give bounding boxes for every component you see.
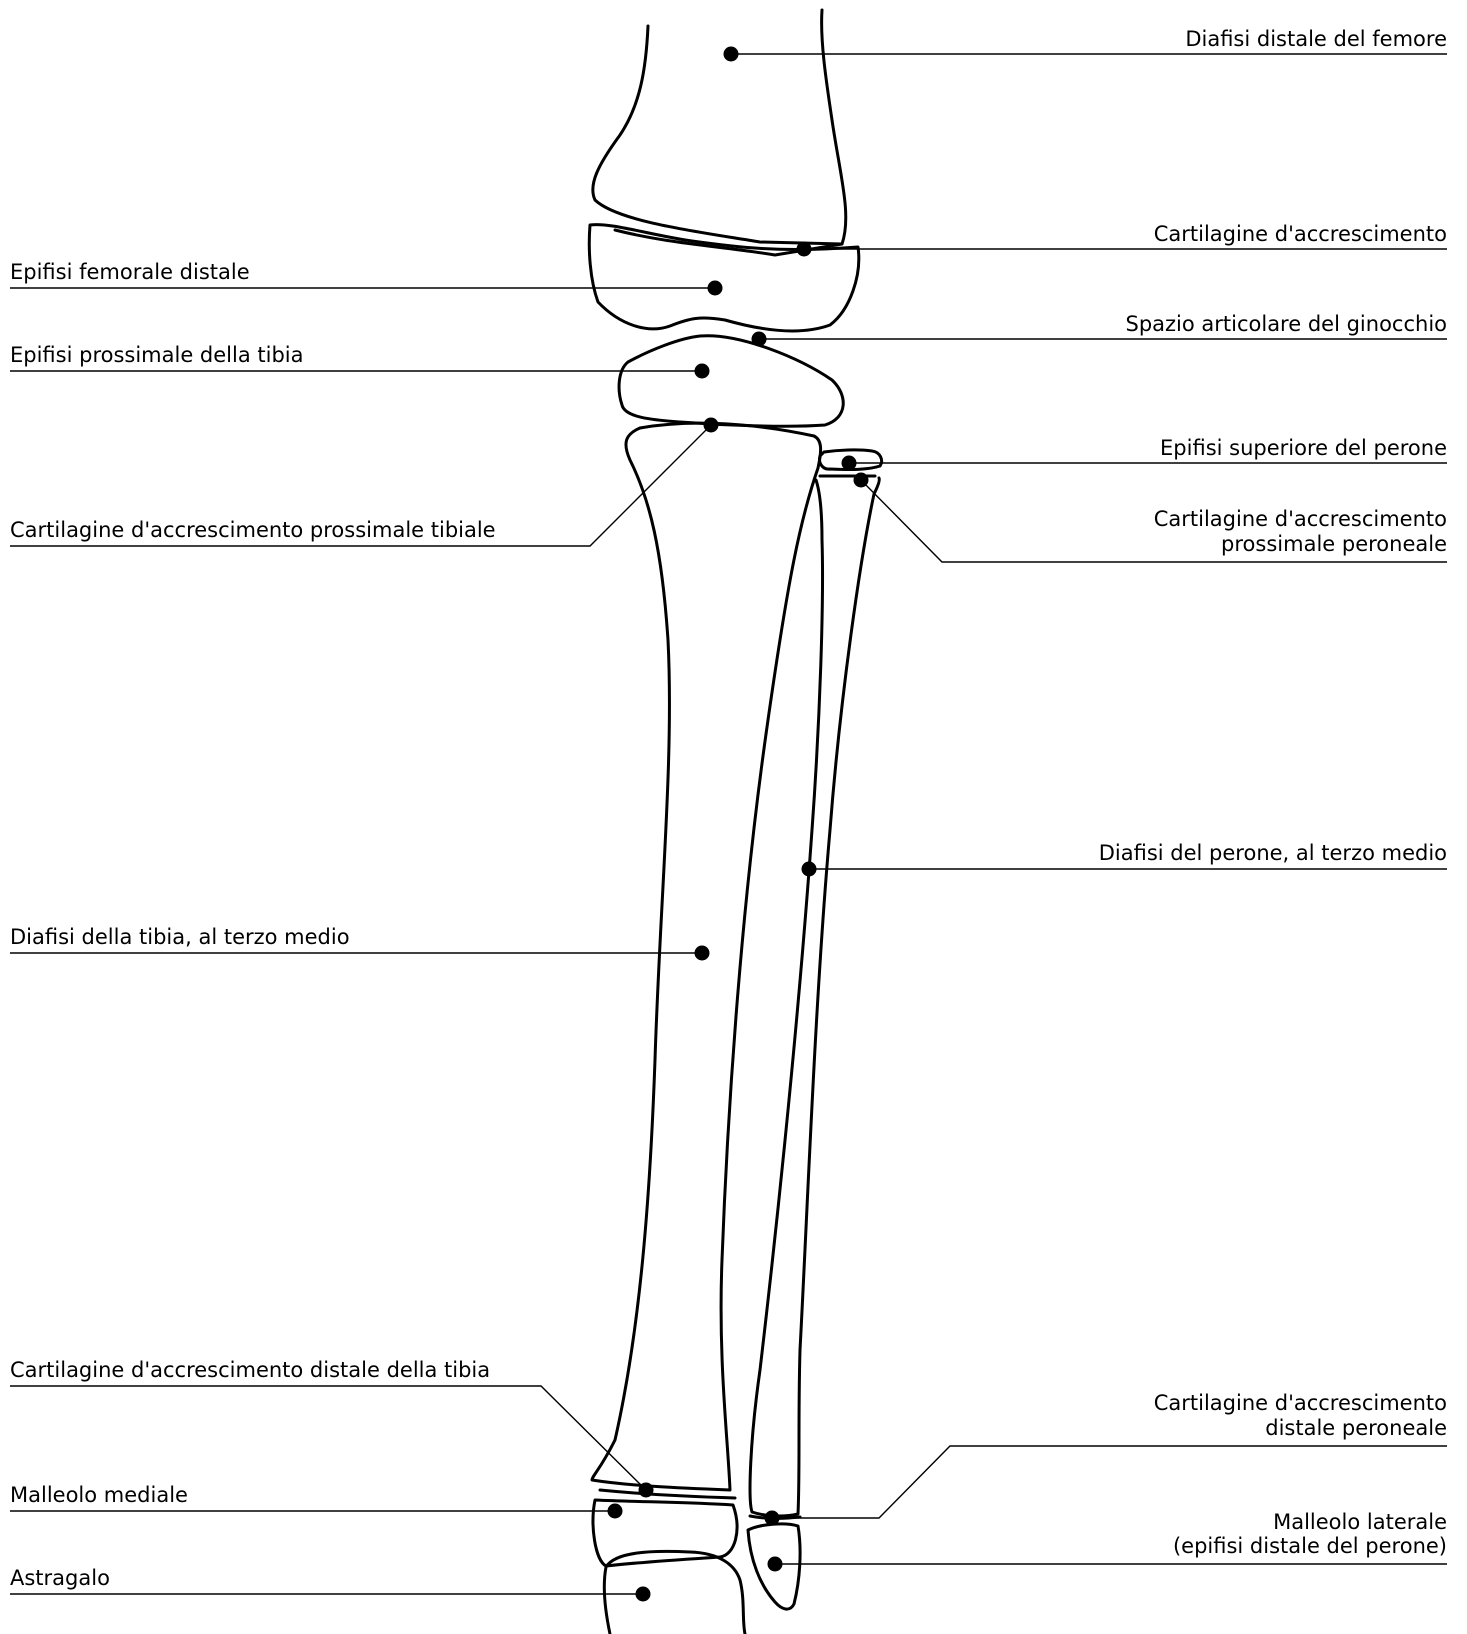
dot-cartilagine-prossimale-tibiale — [704, 418, 719, 433]
dot-spazio-articolare — [752, 332, 767, 347]
femoral-epiphysis — [589, 225, 858, 331]
dot-epifisi-femorale-distale — [708, 281, 723, 296]
leader-cartilagine-distale-peroneale — [772, 1446, 1447, 1518]
dot-epifisi-superiore-perone — [842, 456, 857, 471]
fibula-shaft — [750, 478, 879, 1516]
label-diafisi-distale-femore: Diafisi distale del femore — [1185, 27, 1447, 51]
dot-cartilagine-distale-tibia — [639, 1483, 654, 1498]
label-malleolo-laterale-line2: (epifisi distale del perone) — [1173, 1534, 1447, 1558]
label-cartilagine-prossimale-peroneale-line1: Cartilagine d'accrescimento — [1154, 507, 1447, 531]
label-malleolo-mediale: Malleolo mediale — [10, 1483, 188, 1507]
dot-malleolo-laterale — [768, 1557, 783, 1572]
dot-diafisi-tibia — [695, 946, 710, 961]
dot-diafisi-perone — [802, 862, 817, 877]
label-cartilagine-distale-peroneale-line2: distale peroneale — [1265, 1416, 1447, 1440]
label-cartilagine-accrescimento: Cartilagine d'accrescimento — [1154, 222, 1447, 246]
femur-shaft — [593, 10, 846, 244]
label-spazio-articolare: Spazio articolare del ginocchio — [1125, 312, 1447, 336]
label-astragalo: Astragalo — [10, 1566, 110, 1590]
label-diafisi-tibia: Diafisi della tibia, al terzo medio — [10, 925, 350, 949]
dot-cartilagine-distale-peroneale — [765, 1511, 780, 1526]
dot-cartilagine-accrescimento — [797, 242, 812, 257]
label-epifisi-femorale-distale: Epifisi femorale distale — [10, 260, 250, 284]
dot-astragalo — [636, 1587, 651, 1602]
tibial-epiphysis — [619, 336, 843, 426]
label-epifisi-prossimale-tibia: Epifisi prossimale della tibia — [10, 343, 304, 367]
dot-malleolo-mediale — [608, 1504, 623, 1519]
label-diafisi-perone: Diafisi del perone, al terzo medio — [1099, 841, 1447, 865]
dot-cartilagine-prossimale-peroneale — [854, 473, 869, 488]
label-malleolo-laterale-line1: Malleolo laterale — [1273, 1510, 1447, 1534]
leader-cartilagine-distale-tibia — [10, 1386, 646, 1490]
label-cartilagine-distale-tibia: Cartilagine d'accrescimento distale dell… — [10, 1358, 490, 1382]
label-cartilagine-prossimale-peroneale-line2: prossimale peroneale — [1221, 532, 1447, 556]
label-cartilagine-prossimale-tibiale: Cartilagine d'accrescimento prossimale t… — [10, 518, 496, 542]
label-cartilagine-distale-peroneale-line1: Cartilagine d'accrescimento — [1154, 1391, 1447, 1415]
label-epifisi-superiore-perone: Epifisi superiore del perone — [1160, 436, 1447, 460]
dot-epifisi-prossimale-tibia — [695, 364, 710, 379]
dot-diafisi-distale-femore — [724, 47, 739, 62]
tibia-distal-physis-line — [600, 1490, 735, 1498]
